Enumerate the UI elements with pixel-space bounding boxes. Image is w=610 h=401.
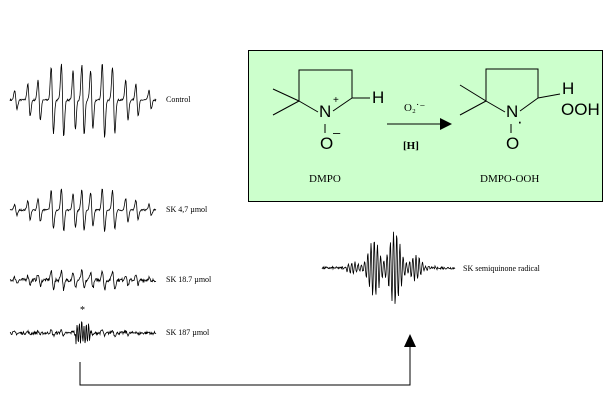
atom-o: O — [320, 134, 334, 153]
reaction-arrowhead — [440, 118, 452, 130]
label-sk-18-7: SK 18.7 µmol — [166, 275, 212, 284]
spectrum-sk-4-7 — [9, 188, 157, 232]
atom-n-product: N — [506, 102, 519, 121]
label-control: Control — [166, 95, 191, 104]
atom-n: N — [319, 102, 332, 121]
spectrum-sk-187 — [9, 321, 157, 345]
product-name: DMPO-OOH — [480, 173, 540, 185]
label-semiquinone: SK semiquinone radical — [463, 264, 540, 273]
atom-h-product: H — [562, 79, 575, 98]
label-sk-187: SK 187 µmol — [166, 328, 210, 337]
reagent-superoxide: O₂˙⁻ — [404, 102, 426, 114]
charge-minus: – — [333, 125, 341, 140]
label-sk-4-7: SK 4,7 µmol — [166, 205, 208, 214]
reagent-h: [H] — [403, 140, 419, 152]
asterisk-marker: * — [80, 305, 85, 316]
spectrum-semiquinone — [321, 231, 456, 304]
atom-o-product: O — [506, 134, 520, 153]
charge-plus: + — [333, 95, 339, 106]
radical-dot: · — [517, 112, 523, 131]
atom-h: H — [372, 88, 385, 107]
atom-ooh: OOH — [561, 100, 600, 119]
reaction-scheme-box — [248, 50, 603, 202]
connector-arrow — [79, 345, 411, 386]
spectrum-control — [9, 63, 157, 138]
spectrum-sk-18-7 — [9, 269, 157, 292]
reactant-name: DMPO — [309, 173, 341, 185]
connector-arrowhead — [404, 334, 416, 347]
